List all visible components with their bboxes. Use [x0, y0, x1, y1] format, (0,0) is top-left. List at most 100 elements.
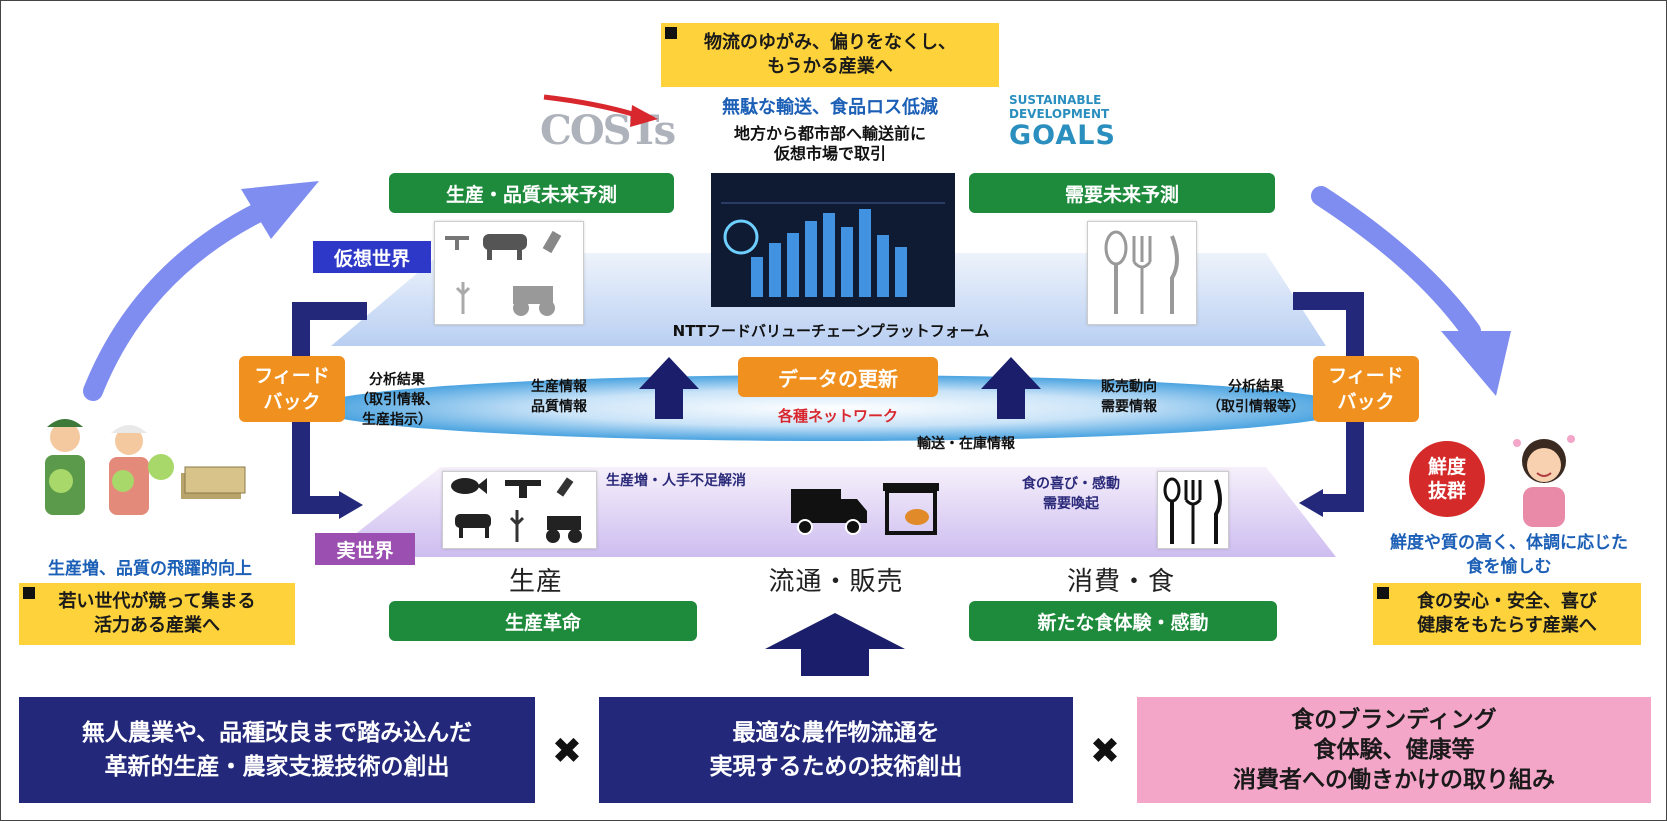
- transport-inventory-info: 輸送・在庫情報: [917, 436, 1015, 452]
- analysis-result-left: 分析結果 （取引情報、 生産指示）: [347, 367, 447, 433]
- demand-forecast: 需要未来予測: [969, 173, 1275, 213]
- waste-reduction-text: 無駄な輸送、食品ロス低減: [722, 97, 938, 118]
- analysis-left-line-1: 分析結果: [369, 372, 425, 388]
- right-goal-box: 食の安心・安全、喜び 健康をもたらす産業へ: [1373, 583, 1641, 645]
- left-caption: 生産増、品質の飛躍的向上: [48, 558, 252, 579]
- analysis-left-line-2: （取引情報、: [355, 392, 439, 408]
- left-goal-line-1: 若い世代が競って集まる: [58, 591, 256, 612]
- platform-title: NTTフードバリューチェーンプラットフォーム: [672, 322, 990, 340]
- costs-logo: COSTs: [536, 89, 676, 159]
- feedback-left-label: フィード バック: [239, 356, 345, 422]
- stamp-line-1: 鮮度: [1427, 456, 1466, 478]
- truck-store-icon: [791, 483, 939, 535]
- production-info-line-2: 品質情報: [531, 399, 587, 415]
- data-dashboard-icon: [711, 173, 955, 307]
- real-distribution-image: [787, 475, 947, 545]
- virtual-cutlery-image: [1087, 221, 1197, 325]
- real-world-label: 実世界: [315, 533, 415, 565]
- feedback-right-line-2: バック: [1337, 391, 1395, 413]
- cow-tractor-drone-icon: [445, 230, 562, 316]
- growth-arrow-left: [83, 201, 271, 401]
- data-network-band: [313, 375, 1353, 441]
- left-goal-box: 若い世代が競って集まる 活力ある産業へ: [19, 583, 295, 645]
- analysis-right-line-1: 分析結果: [1228, 379, 1284, 395]
- food-joy-line-2: 需要喚起: [1043, 496, 1099, 512]
- analysis-left-line-3: 生産指示）: [362, 412, 432, 428]
- stage-production: 生産: [508, 566, 563, 597]
- top-goal-line-1: 物流のゆがみ、偏りをなくし、: [704, 32, 956, 53]
- feedback-right-line-1: フィード: [1328, 365, 1404, 387]
- sales-info-line-2: 需要情報: [1101, 399, 1157, 415]
- food-joy-line-1: 食の喜び・感動: [1022, 476, 1120, 492]
- real-cutlery-image: [1157, 471, 1229, 549]
- feedback-right-label: フィード バック: [1313, 356, 1419, 422]
- sdg-line-1: SUSTAINABLE: [1009, 93, 1102, 107]
- virtual-market-text: 地方から都市部へ輸送前に 仮想市場で取引: [661, 121, 999, 167]
- bottom-right-line-3: 消費者への働きかけの取り組み: [1233, 767, 1555, 793]
- production-quality-forecast: 生産・品質未来予測: [389, 173, 674, 213]
- cutlery-icon: [1104, 230, 1179, 314]
- bottom-up-arrow: [765, 613, 905, 676]
- costs-logo-text: COSTs: [540, 107, 676, 154]
- consumer-woman-icon: [1513, 435, 1575, 527]
- virtual-market-line-1: 地方から都市部へ輸送前に: [733, 124, 926, 143]
- stamp-line-2: 抜群: [1427, 480, 1466, 502]
- right-goal-line-2: 健康をもたらす産業へ: [1417, 615, 1597, 636]
- farmers-money-icon: [45, 419, 246, 515]
- production-info-line-1: 生産情報: [531, 379, 587, 395]
- food-joy-note: 食の喜び・感動 需要喚起: [1001, 471, 1141, 517]
- right-caption-line-2: 食を愉しむ: [1466, 557, 1552, 577]
- top-goal-box: 物流のゆがみ、偏りをなくし、 もうかる産業へ: [661, 23, 999, 87]
- costs-red-arrow-icon: [543, 94, 658, 127]
- cutlery-black-icon: [1163, 477, 1222, 544]
- left-goal-line-2: 活力ある産業へ: [94, 615, 220, 636]
- production-info: 生産情報 品質情報: [509, 375, 609, 419]
- bullet-square-icon: [23, 587, 35, 599]
- right-caption-line-1: 鮮度や質の高く、体調に応じた: [1390, 533, 1628, 553]
- happy-consumer-illustration: [1509, 429, 1579, 527]
- bottom-distribution-tech: 最適な農作物流通を 実現するための技術創出: [599, 697, 1073, 803]
- analysis-right-line-2: （取引情報等）: [1207, 399, 1305, 415]
- new-food-experience: 新たな食体験・感動: [969, 601, 1277, 641]
- production-increase-note: 生産増・人手不足解消: [606, 473, 746, 489]
- times-icon-right: ✖: [1089, 730, 1121, 772]
- real-production-image: [442, 471, 597, 549]
- analysis-result-right: 分析結果 （取引情報等）: [1197, 375, 1315, 419]
- fish-cow-drone-tractor-icon: [451, 477, 582, 543]
- bottom-right-line-1: 食のブランディング: [1291, 707, 1497, 733]
- growth-arrow-right: [1311, 186, 1481, 341]
- sdg-line-3: GOALS: [1009, 120, 1116, 151]
- virtual-world-label: 仮想世界: [313, 241, 431, 273]
- feedback-left-line-1: フィード: [254, 365, 330, 387]
- bottom-middle-line-2: 実現するための技術創出: [709, 754, 963, 780]
- stage-consumption: 消費・食: [1066, 566, 1175, 597]
- times-icon-left: ✖: [551, 730, 583, 772]
- bottom-left-line-2: 革新的生産・農家支援技術の創出: [104, 754, 450, 780]
- up-arrow-right: [981, 357, 1041, 419]
- bottom-branding: 食のブランディング 食体験、健康等 消費者への働きかけの取り組み: [1137, 697, 1651, 803]
- sdg-line-2: DEVELOPMENT: [1009, 107, 1110, 121]
- networks-label: 各種ネットワーク: [777, 406, 898, 425]
- bullet-square-icon: [1377, 587, 1389, 599]
- virtual-production-image: [434, 221, 584, 325]
- sdg-logo: SUSTAINABLE DEVELOPMENT GOALS: [1009, 93, 1129, 157]
- farmers-illustration: [31, 411, 271, 541]
- sales-demand-info: 販売動向 需要情報: [1079, 375, 1179, 419]
- top-goal-line-2: もうかる産業へ: [767, 56, 893, 77]
- bottom-right-line-2: 食体験、健康等: [1313, 737, 1475, 763]
- right-goal-line-1: 食の安心・安全、喜び: [1417, 591, 1597, 612]
- production-revolution: 生産革命: [389, 601, 697, 641]
- virtual-market-dashboard-image: [711, 173, 955, 307]
- bottom-left-line-1: 無人農業や、品種改良まで踏み込んだ: [81, 720, 473, 746]
- stage-distribution-sales: 流通・販売: [768, 566, 904, 597]
- sales-info-line-1: 販売動向: [1101, 379, 1157, 395]
- up-arrow-left: [639, 357, 699, 419]
- bottom-middle-line-1: 最適な農作物流通を: [732, 720, 940, 746]
- right-caption: 鮮度や質の高く、体調に応じた 食を愉しむ: [1369, 529, 1649, 581]
- feedback-left-line-2: バック: [263, 391, 321, 413]
- freshness-stamp: 鮮度 抜群: [1409, 441, 1485, 517]
- data-update-label: データの更新: [738, 357, 938, 397]
- virtual-market-line-2: 仮想市場で取引: [773, 144, 886, 163]
- bullet-square-icon: [665, 27, 677, 39]
